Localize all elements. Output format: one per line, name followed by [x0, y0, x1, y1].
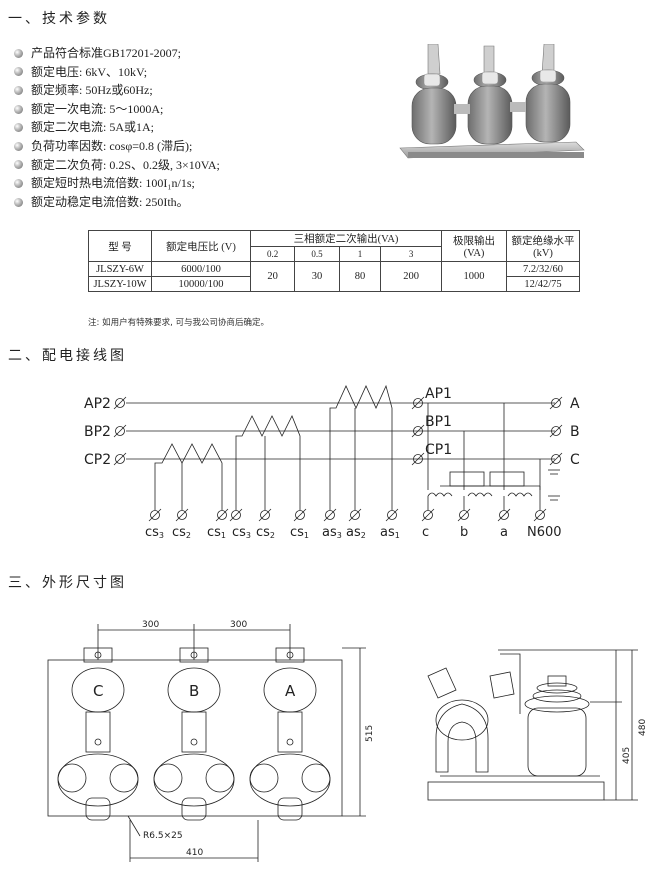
dim-480: 480	[638, 719, 648, 736]
table-header-ratio: 额定电压比 (V)	[151, 230, 251, 262]
terminal-icon	[549, 452, 563, 466]
section-title-tech: 一、技术参数	[8, 11, 110, 27]
phase-letter: C	[93, 682, 103, 700]
terminal-label: cs1	[290, 525, 309, 540]
terminal-label: as3	[322, 525, 342, 540]
section-title-wiring: 二、配电接线图	[8, 348, 127, 364]
terminal-icon	[385, 508, 399, 522]
table-row: JLSZY-10W 10000/100 12/42/75	[88, 276, 580, 292]
bullet-icon	[14, 48, 23, 58]
terminal-label: a	[500, 525, 508, 540]
table-row: JLSZY-6W 6000/100 20 30 80 200 1000 7.2/…	[88, 261, 580, 292]
terminal-icon	[258, 508, 272, 522]
terminal-icon	[113, 424, 127, 438]
terminal-icon	[549, 396, 563, 410]
terminal-icon	[411, 424, 425, 438]
terminal-icon	[113, 396, 127, 410]
terminal-icon	[549, 424, 563, 438]
phase-label: C	[570, 452, 580, 468]
terminal-label: b	[460, 525, 468, 540]
terminal-label: as2	[346, 525, 366, 540]
wiring-diagram	[113, 384, 563, 522]
dim-410: 410	[186, 848, 203, 858]
table-cell-output: 80	[338, 261, 382, 292]
terminal-icon	[411, 396, 425, 410]
table-header-insulation: 额定绝缘水平(kV)	[506, 230, 580, 262]
terminal-label: N600	[527, 525, 562, 540]
bullet-icon	[14, 197, 23, 207]
line-label: CP1	[425, 442, 452, 458]
line-label: AP1	[425, 386, 452, 402]
terminal-icon	[348, 508, 362, 522]
phase-unit	[249, 647, 331, 821]
terminal-icon	[215, 508, 229, 522]
product-photo	[399, 44, 585, 159]
side-view	[427, 649, 638, 801]
line-label: BP1	[425, 414, 452, 430]
terminal-label: cs3	[232, 525, 251, 540]
terminal-icon	[421, 508, 435, 522]
table-header-limit: 极限输出(VA)	[441, 230, 507, 262]
spec-list: 产品符合标准GB17201-2007; 额定电压: 6kV、10kV; 额定频率…	[14, 44, 220, 211]
spec-item: 额定动稳定电流倍数: 250Ith。	[14, 193, 220, 212]
spec-item: 额定短时热电流倍数: 100I₁n/1s;	[14, 174, 220, 193]
phase-unit	[153, 647, 235, 821]
line-label: BP2	[84, 424, 111, 440]
bullet-icon	[14, 141, 23, 151]
phase-unit	[57, 647, 139, 821]
dim-300b: 300	[230, 620, 247, 630]
bullet-icon	[14, 67, 23, 77]
bullet-icon	[14, 104, 23, 114]
terminal-label: cs3	[145, 525, 164, 540]
table-cell-output: 200	[380, 261, 442, 292]
terminal-icon	[113, 452, 127, 466]
table-note: 注: 如用户有特殊要求, 可与我公司协商后确定。	[88, 318, 269, 328]
phase-label: A	[570, 396, 580, 412]
line-label: CP2	[84, 452, 111, 468]
terminal-label: c	[422, 525, 429, 540]
spec-table: 型 号 额定电压比 (V) 三相额定二次输出(VA) 极限输出(VA) 额定绝缘…	[88, 230, 580, 292]
dim-300a: 300	[142, 620, 159, 630]
table-cell-model: JLSZY-10W	[88, 276, 152, 292]
line-label: AP2	[84, 396, 111, 412]
terminal-icon	[293, 508, 307, 522]
bullet-icon	[14, 160, 23, 170]
terminal-label: as1	[380, 525, 400, 540]
spec-item: 额定一次电流: 5～1000A;	[14, 100, 220, 119]
terminal-icon	[497, 508, 511, 522]
front-view	[47, 624, 366, 862]
terminal-label: cs2	[256, 525, 275, 540]
table-cell-output: 30	[294, 261, 340, 292]
table-cell-insulation: 12/42/75	[506, 276, 580, 292]
terminal-icon	[533, 508, 547, 522]
dim-405: 405	[622, 747, 632, 764]
terminal-icon	[229, 508, 243, 522]
table-cell-ratio: 10000/100	[151, 276, 251, 292]
phase-letter: A	[285, 682, 296, 700]
terminal-icon	[457, 508, 471, 522]
terminal-label: cs1	[207, 525, 226, 540]
bullet-icon	[14, 178, 23, 188]
spec-item: 产品符合标准GB17201-2007;	[14, 44, 220, 63]
terminal-label: cs2	[172, 525, 191, 540]
spec-item: 额定电压: 6kV、10kV;	[14, 63, 220, 82]
dim-515: 515	[365, 725, 375, 742]
phase-letter: B	[189, 682, 199, 700]
bullet-icon	[14, 85, 23, 95]
section-title-dims: 三、外形尺寸图	[8, 575, 127, 591]
spec-item: 额定二次电流: 5A或1A;	[14, 118, 220, 137]
terminal-icon	[148, 508, 162, 522]
spec-item: 额定二次负荷: 0.2S、0.2级, 3×10VA;	[14, 156, 220, 175]
table-cell-limit: 1000	[441, 261, 507, 292]
spec-item: 额定频率: 50Hz或60Hz;	[14, 81, 220, 100]
terminal-icon	[175, 508, 189, 522]
table-cell-output: 20	[249, 261, 296, 292]
bullet-icon	[14, 123, 23, 133]
terminal-icon	[323, 508, 337, 522]
phase-label: B	[570, 424, 580, 440]
spec-item: 负荷功率因数: cosφ=0.8 (滞后);	[14, 137, 220, 156]
dim-slot: R6.5×25	[143, 831, 183, 841]
terminal-icon	[411, 452, 425, 466]
